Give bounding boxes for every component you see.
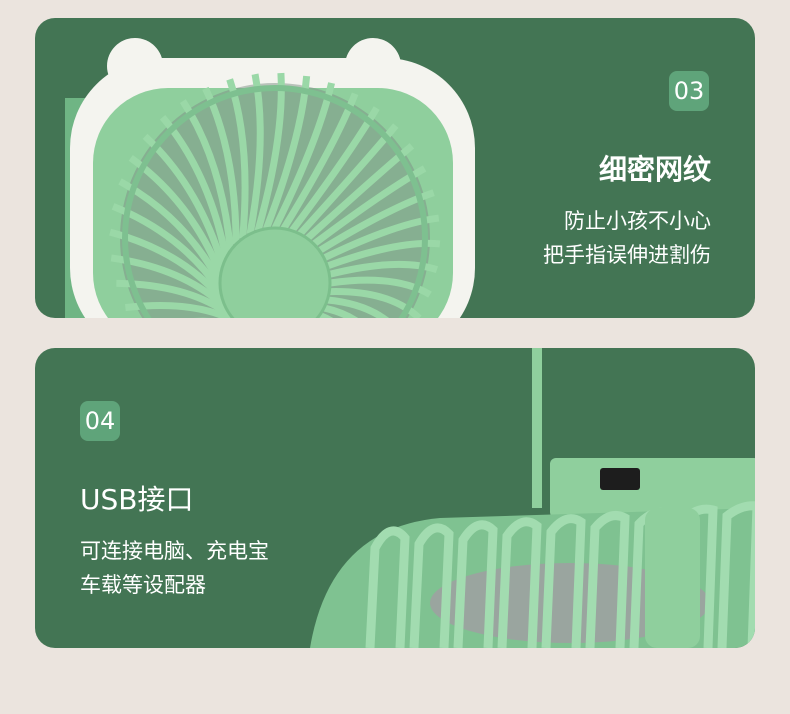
usb-port-icon — [600, 468, 640, 490]
section-title: 细密网纹 — [598, 153, 711, 186]
fan-front-image — [65, 38, 475, 318]
description-line: 可连接电脑、充电宝 — [80, 539, 269, 563]
description-line: 防止小孩不小心 — [564, 209, 711, 233]
feature-card-fine-mesh: 03 细密网纹 防止小孩不小心 把手指误伸进割伤 — [35, 18, 755, 318]
section-number-badge: 04 — [80, 401, 120, 441]
section-number-badge: 03 — [669, 71, 709, 111]
feature-card-usb: 04 USB接口 可连接电脑、充电宝 车载等设配器 — [35, 348, 755, 648]
description-line: 车载等设配器 — [80, 573, 206, 597]
section-description: 防止小孩不小心 把手指误伸进割伤 — [543, 204, 711, 272]
description-line: 把手指误伸进割伤 — [543, 243, 711, 267]
fan-usb-port-image — [310, 348, 755, 648]
section-title: USB接口 — [80, 483, 194, 516]
section-description: 可连接电脑、充电宝 车载等设配器 — [80, 534, 269, 602]
